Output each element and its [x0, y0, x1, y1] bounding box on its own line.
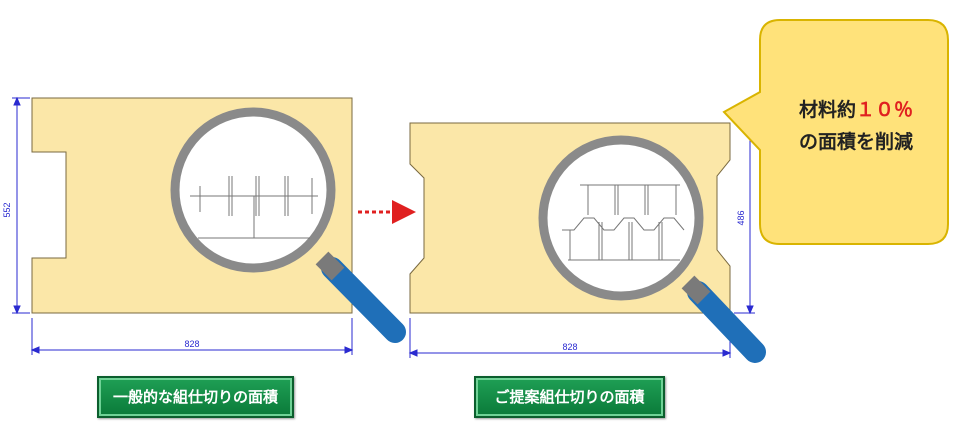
callout-highlight: １０％: [856, 99, 914, 121]
callout-text: 材料約１０％ の面積を削減: [766, 94, 946, 158]
callout-line-2: の面積を削減: [798, 131, 913, 153]
left-width-dimension: [30, 318, 354, 355]
left-width-label: 828: [184, 339, 199, 349]
left-lens-detail: [190, 176, 318, 239]
callout-bubble: [722, 19, 949, 245]
magnifier-icon: [170, 107, 406, 343]
callout-prefix: 材料約: [798, 99, 856, 121]
right-width-label: 828: [562, 342, 577, 352]
right-lens-detail: [562, 184, 685, 261]
left-height-dimension: [12, 96, 30, 315]
magnifier-icon: [538, 135, 766, 363]
right-panel-label: ご提案組仕切りの面積: [474, 376, 665, 418]
right-width-dimension: [408, 318, 732, 358]
left-height-label: 552: [2, 202, 12, 217]
callout-line-1: 材料約１０％: [766, 94, 946, 126]
right-height-label: 486: [736, 210, 746, 225]
left-panel-label: 一般的な組仕切りの面積: [97, 376, 294, 418]
